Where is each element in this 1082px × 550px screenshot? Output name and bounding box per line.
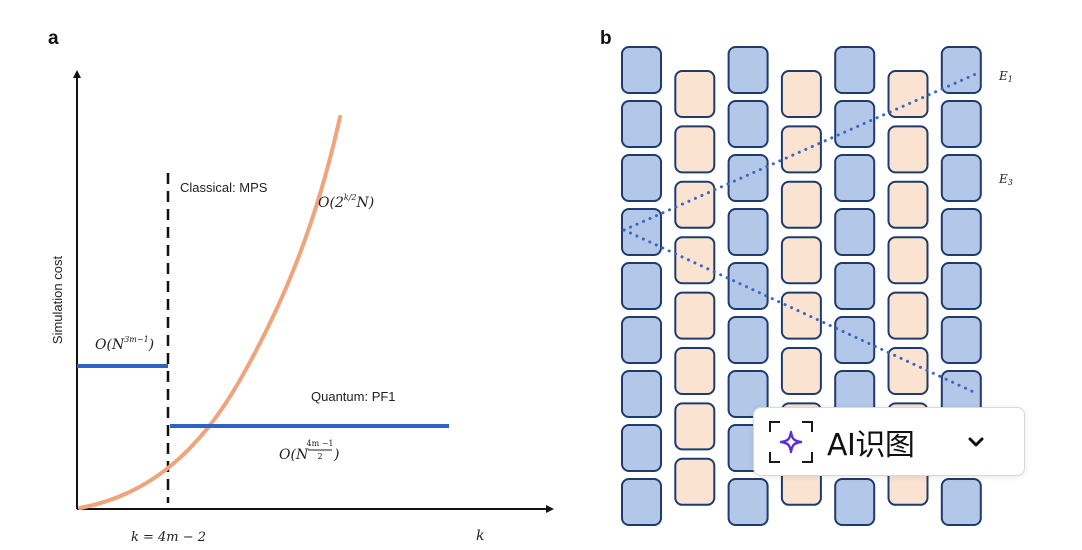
tensor-box-blue — [940, 208, 982, 256]
tensor-box-blue — [621, 154, 662, 202]
classical-cost-curve — [78, 115, 342, 510]
panel-a-label: a — [48, 28, 59, 49]
tensor-box-blue — [940, 478, 982, 526]
edge-label-e3: E3 — [998, 172, 1013, 187]
tensor-box-blue — [834, 100, 876, 148]
tensor-box-orange — [780, 347, 822, 395]
tensor-box-orange — [887, 70, 929, 118]
dotted-path-upper — [622, 71, 980, 232]
tensor-box-blue — [834, 478, 876, 526]
tensor-box-blue — [621, 46, 662, 94]
tensor-box-blue — [621, 478, 662, 526]
classical-label: Classical: MPS — [180, 180, 268, 195]
tensor-box-blue — [940, 316, 982, 364]
tensor-box-orange — [780, 180, 822, 229]
tensor-box-orange — [674, 457, 716, 506]
tensor-box-orange — [674, 125, 716, 174]
chevron-down-icon[interactable] — [968, 436, 984, 448]
tensor-box-blue — [727, 100, 769, 148]
tensor-box-blue — [727, 46, 769, 94]
tensor-box-orange — [674, 180, 716, 229]
tensor-box-blue — [834, 208, 876, 256]
tensor-box-blue — [727, 370, 769, 418]
tensor-box-orange — [674, 402, 716, 451]
dotted-path-lower — [622, 228, 980, 396]
y-axis-label: Simulation cost — [50, 256, 65, 345]
tensor-box-orange — [674, 291, 716, 340]
tensor-box-blue — [621, 208, 662, 256]
tensor-box-orange — [674, 70, 716, 118]
tensor-box-blue — [727, 208, 769, 256]
tensor-box-blue — [834, 154, 876, 202]
tensor-box-blue — [621, 100, 662, 148]
tensor-box-orange — [780, 125, 822, 174]
tensor-box-orange — [887, 180, 929, 229]
sparkle-icon — [779, 430, 803, 453]
tensor-box-orange — [674, 347, 716, 395]
tensor-box-orange — [887, 236, 929, 285]
tensor-box-blue — [727, 478, 769, 526]
quantum-cost-tail: ) — [333, 447, 339, 463]
curve-label: O(2k/2N) — [318, 193, 374, 211]
edge-label-e1: E1 — [998, 69, 1013, 84]
tensor-box-blue — [621, 316, 662, 364]
tensor-box-orange — [780, 70, 822, 118]
tensor-box-blue — [621, 424, 662, 472]
panel-a: a Simulation cost k k = 4m − 2 Classical… — [48, 28, 554, 545]
tensor-box-orange — [674, 236, 716, 285]
tensor-box-blue — [621, 370, 662, 418]
tensor-box-orange — [887, 291, 929, 340]
tensor-box-orange — [780, 291, 822, 340]
quantum-cost-base: O(N — [279, 447, 309, 463]
tensor-box-blue — [834, 316, 876, 364]
tensor-box-blue — [727, 154, 769, 202]
tensor-box-blue — [834, 262, 876, 310]
tensor-box-blue — [727, 262, 769, 310]
quantum-cost-exp-den: 2 — [317, 452, 322, 461]
tensor-box-blue — [940, 100, 982, 148]
quantum-cost-exp-num: 4m −1 — [306, 439, 333, 448]
x-axis-label: k — [476, 528, 484, 544]
tensor-box-orange — [887, 125, 929, 174]
quantum-cost-label: O(N 4m −1 2 ) — [279, 439, 339, 463]
quantum-label: Quantum: PF1 — [311, 389, 396, 404]
tensor-box-blue — [940, 154, 982, 202]
tensor-box-blue — [834, 46, 876, 94]
ai-recognize-button[interactable]: AI识图 — [753, 407, 1025, 476]
classical-cost-label: O(N3m−1) — [95, 335, 154, 353]
tensor-box-blue — [621, 262, 662, 310]
panel-b-label: b — [600, 28, 612, 49]
tensor-box-blue — [727, 316, 769, 364]
tensor-box-blue — [940, 46, 982, 94]
tensor-box-orange — [780, 236, 822, 285]
ai-recognize-label: AI识图 — [827, 427, 915, 463]
tensor-box-blue — [940, 262, 982, 310]
sparkle-scan-icon — [769, 420, 813, 463]
x-marker-label: k = 4m − 2 — [131, 530, 206, 545]
